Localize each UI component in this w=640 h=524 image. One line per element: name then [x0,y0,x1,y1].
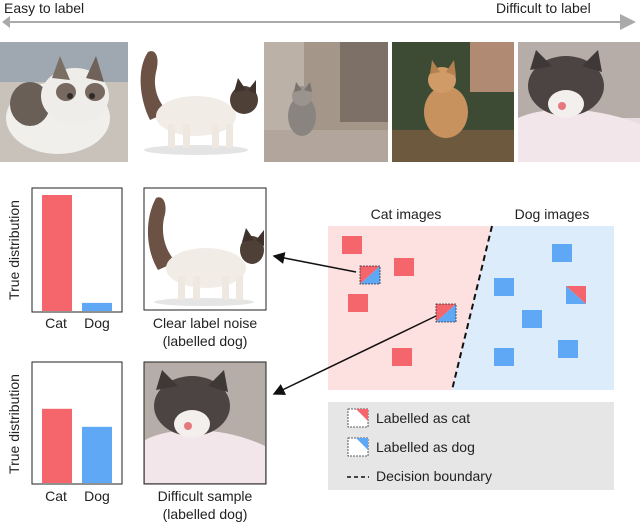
arrow-to-clear-noise [272,252,357,273]
difficult-sub: (labelled dog) [162,506,248,522]
noisy-point-clear [359,265,381,285]
dog-point [522,310,542,328]
chart2-tick-dog: Dog [84,488,110,504]
difficult-title: Difficult sample [157,488,253,504]
easy-to-label-text: Easy to label [4,0,85,16]
chart1-tick-cat: Cat [45,315,67,331]
dog-point [558,340,578,358]
cat-photo-2 [132,42,260,162]
bar-cat [42,408,72,483]
clear-noise-title: Clear label noise [152,315,258,331]
dog-point-labelled-cat [566,286,586,304]
cat-point [348,294,368,312]
cat-photo-1 [0,42,128,162]
embedding-space [328,225,614,391]
decision-boundary-line [451,225,493,391]
clear-noise-image [143,187,267,311]
cat-images-header: Cat images [370,206,442,222]
chart1-tick-dog: Dog [84,315,110,331]
bar-chart-2 [42,408,112,483]
cat-photo-5 [518,42,640,162]
bar-chart-2-frame [31,361,123,485]
legend-cat-swatch [347,408,369,428]
cat-point [394,258,414,276]
chart2-ylabel: True distribution [6,374,22,474]
arrow-to-difficult [272,315,437,395]
cat-photo-4 [392,42,514,162]
cat-point [392,348,412,366]
bar-cat [42,195,72,311]
legend-box [328,402,614,490]
bar-chart-1 [42,195,112,311]
clear-noise-sub: (labelled dog) [162,333,248,349]
top-image-strip [0,42,640,162]
chart1-ylabel: True distribution [6,200,22,300]
dog-point [494,348,514,366]
legend-labelled-cat: Labelled as cat [376,410,471,426]
difficult-to-label-text: Difficult to label [496,0,591,16]
cat-photo-3 [264,42,388,162]
legend-boundary: Decision boundary [376,468,492,484]
difficult-sample-image [143,361,267,485]
bar-dog [82,426,112,483]
dog-point [494,278,514,296]
noisy-point-difficult [435,303,457,323]
legend-dog-swatch [347,437,369,457]
legend-labelled-dog: Labelled as dog [376,439,475,455]
cat-point [342,236,362,254]
dog-images-header: Dog images [514,206,590,222]
bar-dog [82,302,112,311]
dog-point [552,244,572,262]
bar-chart-1-frame [31,187,123,313]
chart2-tick-cat: Cat [45,488,67,504]
difficulty-arrow-left-head [2,16,10,28]
legend [328,402,614,490]
